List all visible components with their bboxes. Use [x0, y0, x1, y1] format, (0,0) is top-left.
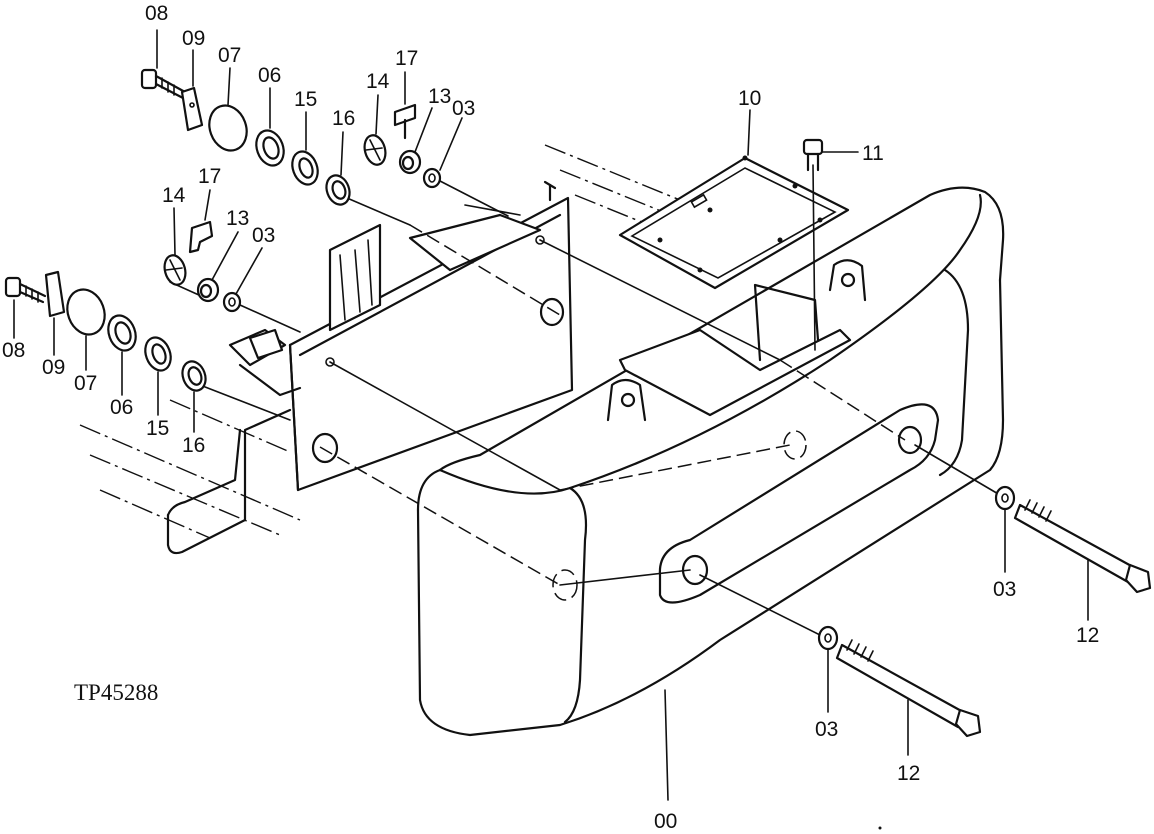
callout-00: 00: [654, 810, 677, 833]
callout-17-middle: 17: [198, 165, 221, 188]
washer-15-lower: [144, 336, 172, 372]
bolt-12-upper: [994, 485, 1152, 621]
callout-10: 10: [738, 87, 761, 110]
callout-03-middle: 03: [252, 224, 275, 247]
figure-id: TP45288: [74, 680, 158, 705]
callout-13-upper: 13: [428, 85, 451, 108]
callout-03-upper: 03: [452, 97, 475, 120]
callout-03-right-lower: 03: [815, 718, 838, 741]
callout-16-lower: 16: [182, 434, 205, 457]
callout-16-upper: 16: [332, 107, 355, 130]
assembly-axes: [169, 164, 1001, 641]
bolt-12-lower: [817, 625, 982, 756]
callout-13-middle: 13: [226, 207, 249, 230]
washer-15-upper: [291, 150, 319, 186]
callout-09-lower: 09: [42, 356, 65, 379]
ring-16-upper: [325, 174, 351, 206]
disc-07-upper: [208, 104, 248, 152]
callout-12-upper: 12: [1076, 624, 1099, 647]
callout-17-upper: 17: [395, 47, 418, 70]
clip-17-upper: [393, 103, 417, 127]
bolt-11: [747, 109, 859, 172]
callout-07-upper: 07: [218, 44, 241, 67]
callout-06-lower: 06: [110, 396, 133, 419]
clip-17-middle: [188, 220, 214, 254]
disc-07-lower: [66, 288, 106, 336]
bolt-08-lower: [4, 276, 47, 304]
ring-16-lower: [181, 360, 207, 392]
callout-03-right-upper: 03: [993, 578, 1016, 601]
callout-12-lower: 12: [897, 762, 920, 785]
callout-06-upper: 06: [258, 64, 281, 87]
callout-09-upper: 09: [182, 27, 205, 50]
callout-08-lower: 08: [2, 339, 25, 362]
middle-hardware-stack: [163, 189, 301, 333]
bolt-08-upper: [140, 68, 187, 100]
leader-00: [664, 689, 669, 801]
callout-07-lower: 07: [74, 372, 97, 395]
ring-06-upper: [255, 129, 285, 167]
callout-08-upper: 08: [145, 2, 168, 25]
callout-15-lower: 15: [146, 417, 169, 440]
washer-03-upper: [422, 167, 442, 189]
ring-06-lower: [107, 314, 137, 352]
callout-11: 11: [862, 142, 884, 165]
callout-15-upper: 15: [294, 88, 317, 111]
callout-14-middle: 14: [162, 184, 186, 207]
washer-03-right-upper: [994, 485, 1016, 511]
plate-09-lower: [44, 270, 66, 318]
counterweight-body: [416, 155, 1005, 801]
plate-09-upper: [180, 86, 204, 132]
washer-03-right-lower: [817, 625, 839, 651]
callout-14-upper: 14: [366, 70, 390, 93]
upper-hardware-stack: [140, 29, 509, 217]
speck-mark: [878, 826, 882, 830]
frame-mounting-plate: [166, 180, 574, 555]
lower-hardware-stack: [4, 270, 207, 433]
washer-03-middle: [222, 291, 242, 313]
callout-labels: 08 09 07 06 15 16 14 17 13 03 10 11 17 1…: [2, 2, 1099, 833]
